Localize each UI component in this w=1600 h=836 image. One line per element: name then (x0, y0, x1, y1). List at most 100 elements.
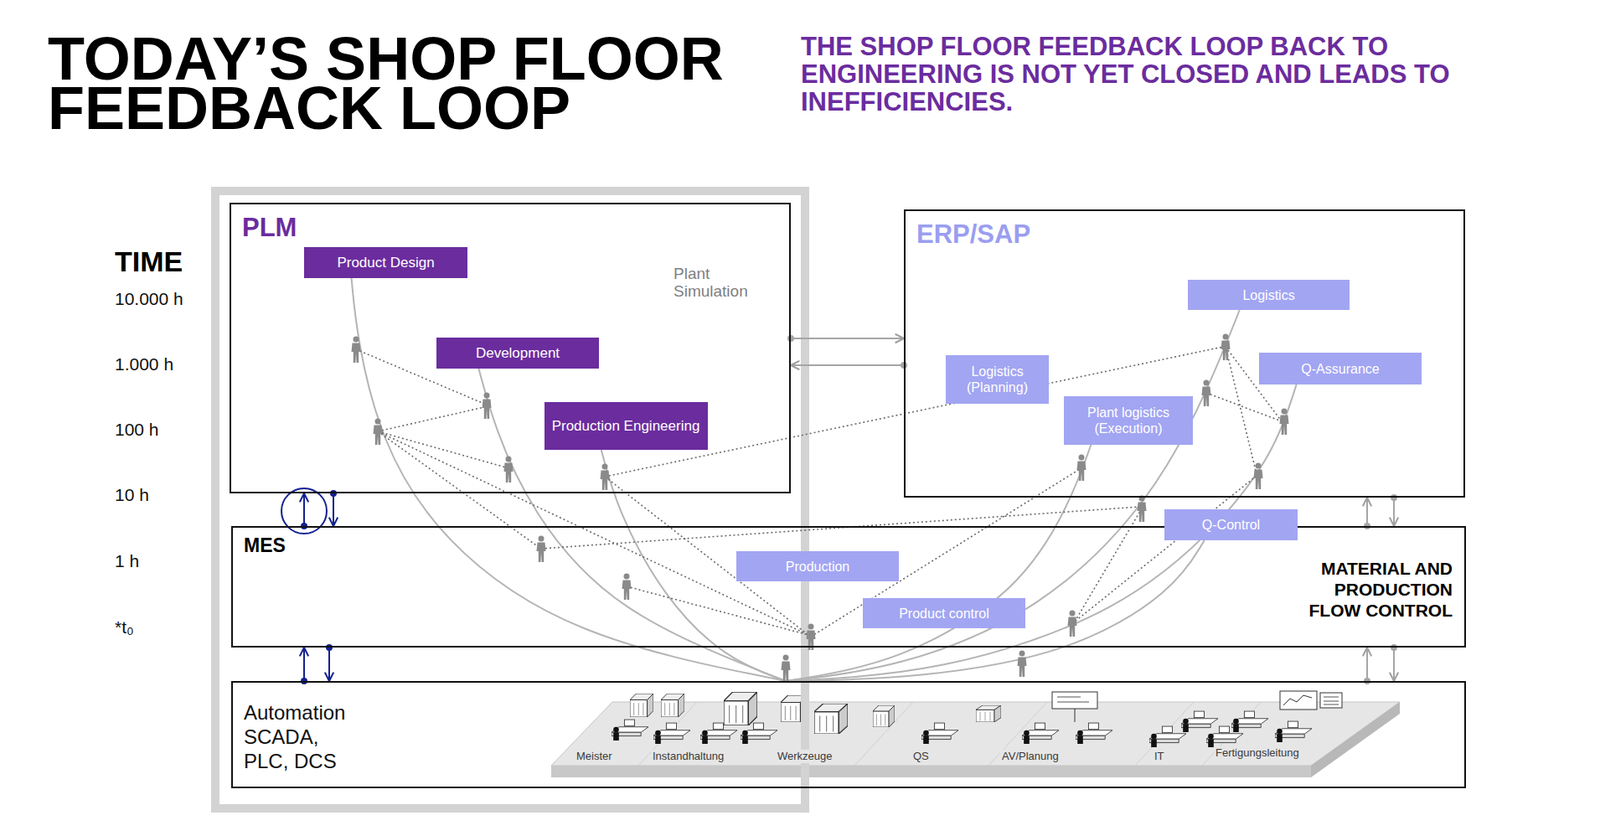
workstation (653, 722, 691, 744)
region-heading: ERP/SAP (916, 219, 1031, 250)
person (536, 536, 547, 563)
system-region: MESMATERIAL AND PRODUCTION FLOW CONTROLP… (231, 526, 1466, 648)
axis-tick: *t₀ (114, 617, 135, 638)
workstation (1075, 722, 1113, 744)
box-label: Q-Control (1202, 516, 1260, 533)
area-label: IT (1152, 749, 1167, 764)
data-flow-arrow (790, 364, 904, 367)
arrow-tail-dot (325, 644, 333, 651)
arrow-tail-dot (1390, 644, 1398, 651)
machine (660, 693, 685, 718)
region-heading: Automation SCADA, PLC, DCS (243, 700, 353, 774)
box-label: Q-Assurance (1300, 361, 1379, 377)
chart-board (1280, 691, 1317, 710)
box-label: Development (475, 345, 560, 362)
dotted-line (377, 431, 809, 635)
table (975, 705, 1002, 723)
function-box: Product control (862, 598, 1026, 629)
person (1077, 454, 1087, 482)
axis-tick: 100 h (114, 419, 160, 440)
box-label: Production Engineering (552, 418, 701, 435)
person (1017, 650, 1028, 678)
machine (723, 691, 758, 726)
partition-line (854, 701, 914, 766)
region-heading: MES (243, 533, 286, 558)
person (1068, 610, 1078, 638)
person (504, 456, 514, 484)
workstations (611, 711, 1312, 748)
data-flow-arrow (1366, 497, 1368, 527)
workstation (1231, 711, 1269, 733)
box-label: Logistics (1242, 287, 1295, 304)
function-box: Q-Control (1164, 509, 1298, 541)
data-flow-arrow (1393, 647, 1395, 682)
system-region: PLMPlant SimulationProduct DesignDevelop… (229, 202, 791, 494)
person (1202, 380, 1212, 408)
machines (629, 691, 1002, 734)
function-box: Plant logistics (Execution) (1063, 396, 1193, 445)
note-text: Plant Simulation (673, 264, 766, 300)
dotted-line (377, 431, 506, 468)
area-label: Fertigungsleitung (1213, 746, 1301, 760)
board-line (1323, 696, 1339, 698)
data-flow-arrow (303, 493, 305, 527)
platform-side (1310, 701, 1400, 778)
axis-tick: 1.000 h (114, 354, 174, 375)
area-label: Instandhaltung (650, 749, 726, 764)
person (1137, 495, 1147, 523)
feedback-curve (351, 278, 786, 682)
board-stand (1074, 708, 1076, 723)
subtitle: THE SHOP FLOOR FEEDBACK LOOP BACK TO ENG… (800, 32, 1463, 116)
feedback-curve (785, 444, 1091, 682)
connectors (304, 278, 1394, 682)
dotted-line (541, 506, 1140, 549)
function-box: Production Engineering (544, 402, 708, 450)
person (351, 336, 362, 364)
box-label: Logistics (Planning) (950, 363, 1044, 396)
data-flow-arrow (790, 337, 904, 340)
dotted-line (377, 431, 539, 548)
partition-line (1135, 701, 1194, 766)
system-region: Automation SCADA, PLC, DCS (231, 681, 1466, 789)
person (600, 464, 610, 491)
data-flow-arrow (303, 647, 305, 682)
data-flow-arrow (328, 647, 331, 682)
board-line (1057, 701, 1090, 703)
area-label: Meister (574, 749, 615, 764)
function-box: Logistics (1187, 279, 1350, 310)
dotted-line (1074, 475, 1257, 622)
data-flow-arrow (332, 493, 335, 527)
arrow-tail-dot (787, 335, 795, 342)
area-label: AV/Planung (1000, 749, 1061, 764)
workstation (700, 722, 738, 744)
function-box: Development (436, 337, 599, 369)
feedback-curve (478, 368, 786, 682)
machine (872, 705, 895, 728)
board-chart (1283, 695, 1312, 706)
workstation (611, 719, 649, 741)
person (1280, 408, 1290, 436)
feedback-curve (785, 540, 1205, 682)
workstation (921, 722, 959, 744)
dotted-line (377, 407, 485, 432)
list-board (1320, 692, 1342, 708)
dotted-links (356, 346, 1282, 637)
person (1221, 334, 1231, 362)
person (373, 418, 383, 446)
boards (1052, 691, 1342, 723)
function-box: Product Design (304, 247, 468, 279)
feedback-curve (785, 309, 1240, 682)
function-box: Q-Assurance (1259, 352, 1422, 385)
function-box: Production (736, 551, 899, 582)
axis-tick: 10.000 h (114, 289, 184, 310)
axis-tick: 10 h (114, 485, 150, 506)
person (781, 655, 791, 682)
axis-title: TIME (114, 244, 183, 279)
area-label: Werkzeuge (775, 749, 835, 764)
page-title: TODAY’S SHOP FLOOR FEEDBACK LOOP (47, 34, 802, 134)
workstation (1021, 722, 1059, 744)
machine (629, 693, 654, 718)
box-label: Product control (898, 605, 990, 622)
